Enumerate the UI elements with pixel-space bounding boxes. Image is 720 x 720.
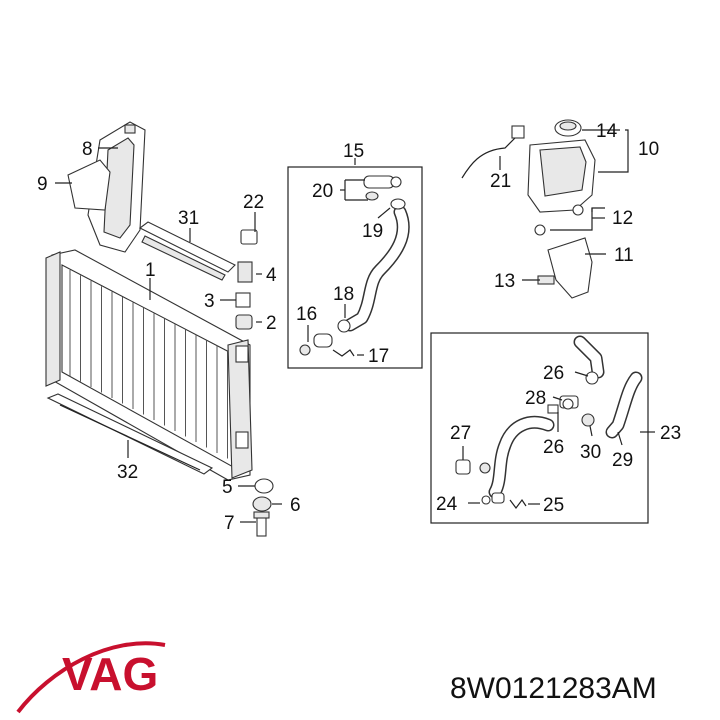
callout-22: 22 xyxy=(243,192,264,213)
group-box-23 xyxy=(430,332,649,524)
callout-5: 5 xyxy=(222,477,233,498)
callouts: 1 8 9 31 22 4 3 2 32 5 6 7 15 20 19 18 1… xyxy=(37,121,681,534)
brand-name: VAG xyxy=(62,648,158,700)
group-box-15 xyxy=(287,166,423,369)
logo-swoosh xyxy=(16,641,166,714)
callout-23: 23 xyxy=(660,423,681,444)
callout-17: 17 xyxy=(368,346,389,367)
callout-26b: 26 xyxy=(543,437,564,458)
callout-3: 3 xyxy=(204,291,215,312)
callout-27: 27 xyxy=(450,423,471,444)
callout-25: 25 xyxy=(543,495,564,516)
callout-14: 14 xyxy=(596,121,618,142)
callout-13: 13 xyxy=(494,271,515,292)
callout-28: 28 xyxy=(525,388,546,409)
callout-24: 24 xyxy=(436,494,458,515)
callout-7: 7 xyxy=(224,513,235,534)
callout-30: 30 xyxy=(580,442,601,463)
callout-10: 10 xyxy=(638,139,659,160)
callout-12: 12 xyxy=(612,208,633,229)
expansion-tank-drawing xyxy=(461,119,596,299)
callout-26a: 26 xyxy=(543,363,564,384)
hose-group-23-drawing xyxy=(455,335,643,509)
callout-19: 19 xyxy=(362,221,383,242)
callout-31: 31 xyxy=(178,208,199,229)
callout-6: 6 xyxy=(290,495,301,516)
callout-8: 8 xyxy=(82,139,93,160)
hose-group-15-drawing xyxy=(299,175,410,357)
callout-21: 21 xyxy=(490,171,511,192)
callout-9: 9 xyxy=(37,174,48,195)
callout-15: 15 xyxy=(343,141,364,162)
part-number: 8W0121283AM xyxy=(450,672,657,705)
bracket-31-drawing xyxy=(138,221,236,281)
mount-parts-drawing xyxy=(235,229,274,537)
vag-logo: VAG xyxy=(16,641,166,714)
callout-18: 18 xyxy=(333,284,354,305)
air-guide-drawing xyxy=(67,121,146,253)
callout-11: 11 xyxy=(614,245,634,266)
lower-seal-drawing xyxy=(46,393,214,475)
callout-4: 4 xyxy=(266,265,277,286)
callout-2: 2 xyxy=(266,313,277,334)
radiator-drawing xyxy=(45,249,253,481)
callout-20: 20 xyxy=(312,181,333,202)
callout-1: 1 xyxy=(145,260,156,281)
callout-16: 16 xyxy=(296,304,317,325)
callout-32: 32 xyxy=(117,462,138,483)
leader-lines xyxy=(55,129,655,523)
callout-29: 29 xyxy=(612,450,633,471)
